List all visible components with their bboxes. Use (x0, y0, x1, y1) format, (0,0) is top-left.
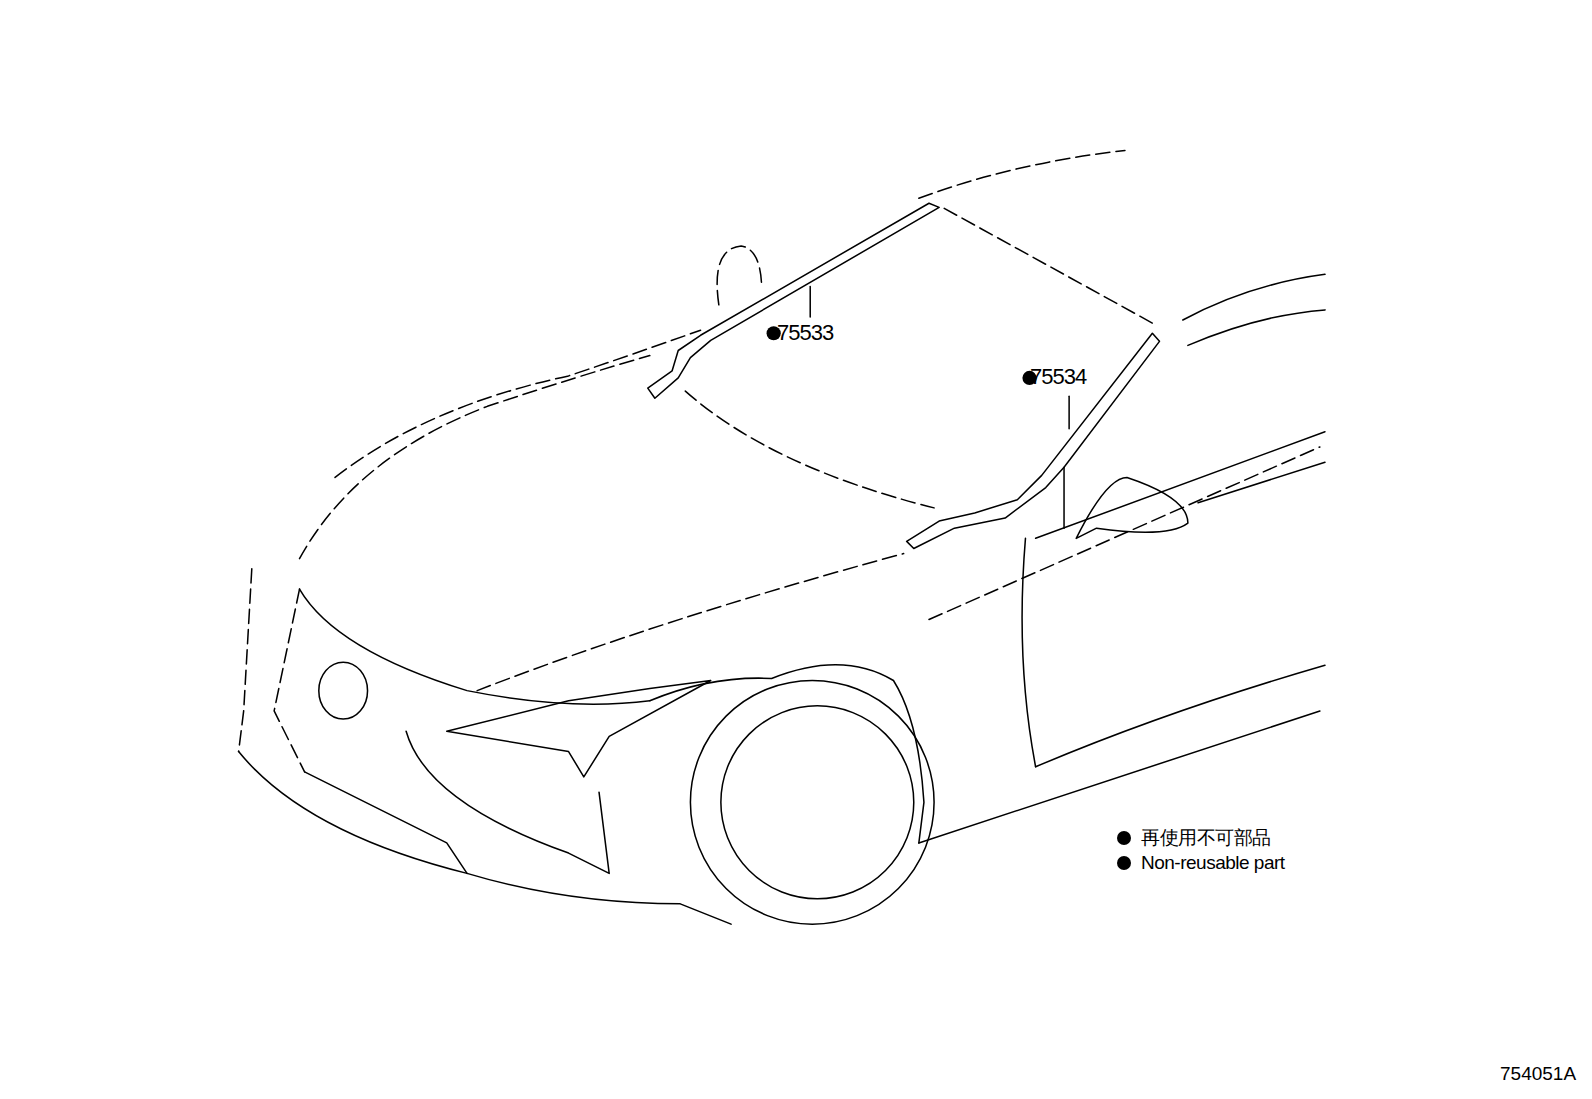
legend-text: 再使用不可部品 (1141, 825, 1271, 851)
legend-dot (1117, 831, 1131, 845)
figure-code: 754051A (1500, 1064, 1576, 1085)
legend-entry: Non-reusable part (1117, 852, 1285, 874)
callout-number: 75533 (777, 321, 833, 345)
legend-dot (1117, 856, 1131, 870)
legend-entry: 再使用不可部品 (1117, 825, 1271, 851)
callout-number: 75534 (1030, 365, 1086, 389)
legend-text: Non-reusable part (1141, 852, 1285, 874)
